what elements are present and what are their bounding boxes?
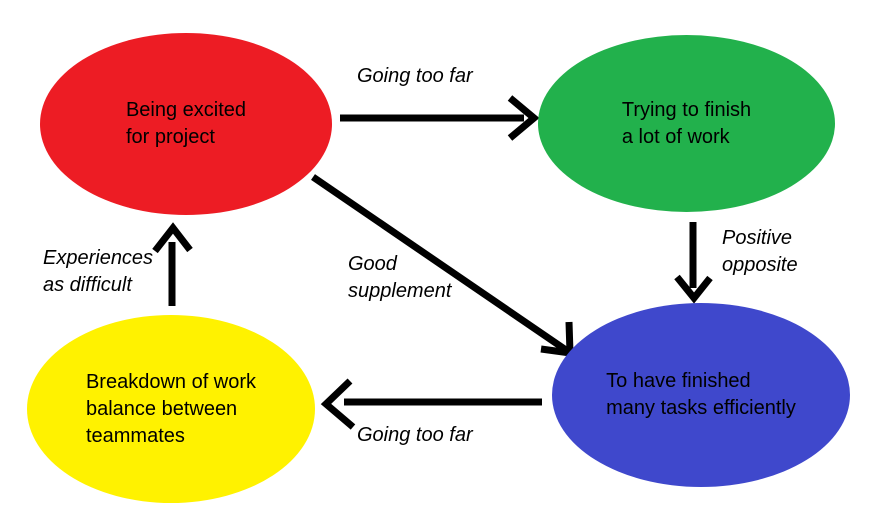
arrow-finished-to-breakdown (320, 378, 542, 430)
edge-label-positive-opposite: Positive opposite (722, 227, 798, 276)
node-trying-to-finish-label: Trying to finish a lot of work (621, 98, 752, 148)
edge-label-experiences-as-difficult: Experiences as difficult (43, 247, 154, 296)
edge-label-going-too-far-bottom: Going too far (357, 424, 473, 446)
edge-label-good-supplement: Good supplement (348, 253, 452, 302)
node-being-excited-label: Being excited for project (125, 99, 247, 148)
node-finished-many-tasks: To have finished many tasks efficiently (552, 303, 850, 487)
edge-label-going-too-far-top: Going too far (357, 65, 473, 87)
arrow-excited-to-trying (340, 95, 540, 141)
node-finished-many-tasks-label: To have finished many tasks efficiently (606, 370, 796, 419)
node-being-excited: Being excited for project (40, 33, 332, 215)
node-breakdown-of-work: Breakdown of work balance between teamma… (27, 315, 315, 503)
arrow-breakdown-to-excited (152, 222, 193, 306)
node-trying-to-finish: Trying to finish a lot of work (538, 35, 835, 212)
arrow-trying-to-finished (674, 222, 713, 304)
node-breakdown-of-work-label: Breakdown of work balance between teamma… (85, 370, 257, 447)
